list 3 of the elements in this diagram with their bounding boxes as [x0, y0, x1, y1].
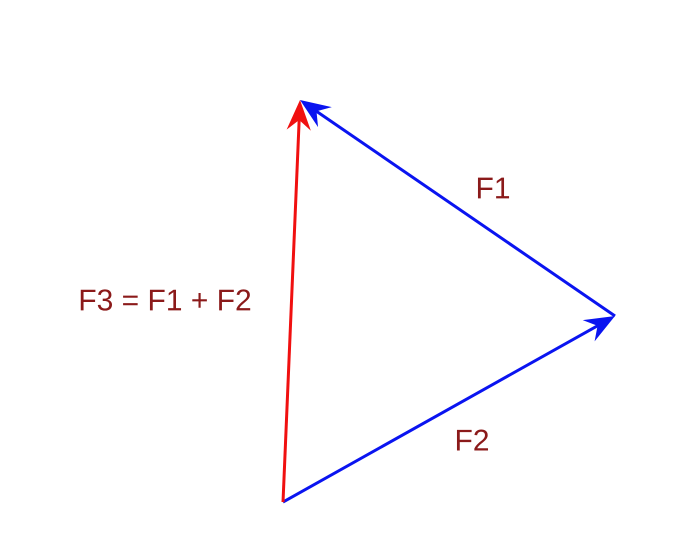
vector-label: F1	[478, 178, 510, 198]
vector-label: F2	[456, 430, 488, 450]
vector-label: F3 = F1 + F2	[80, 289, 250, 311]
